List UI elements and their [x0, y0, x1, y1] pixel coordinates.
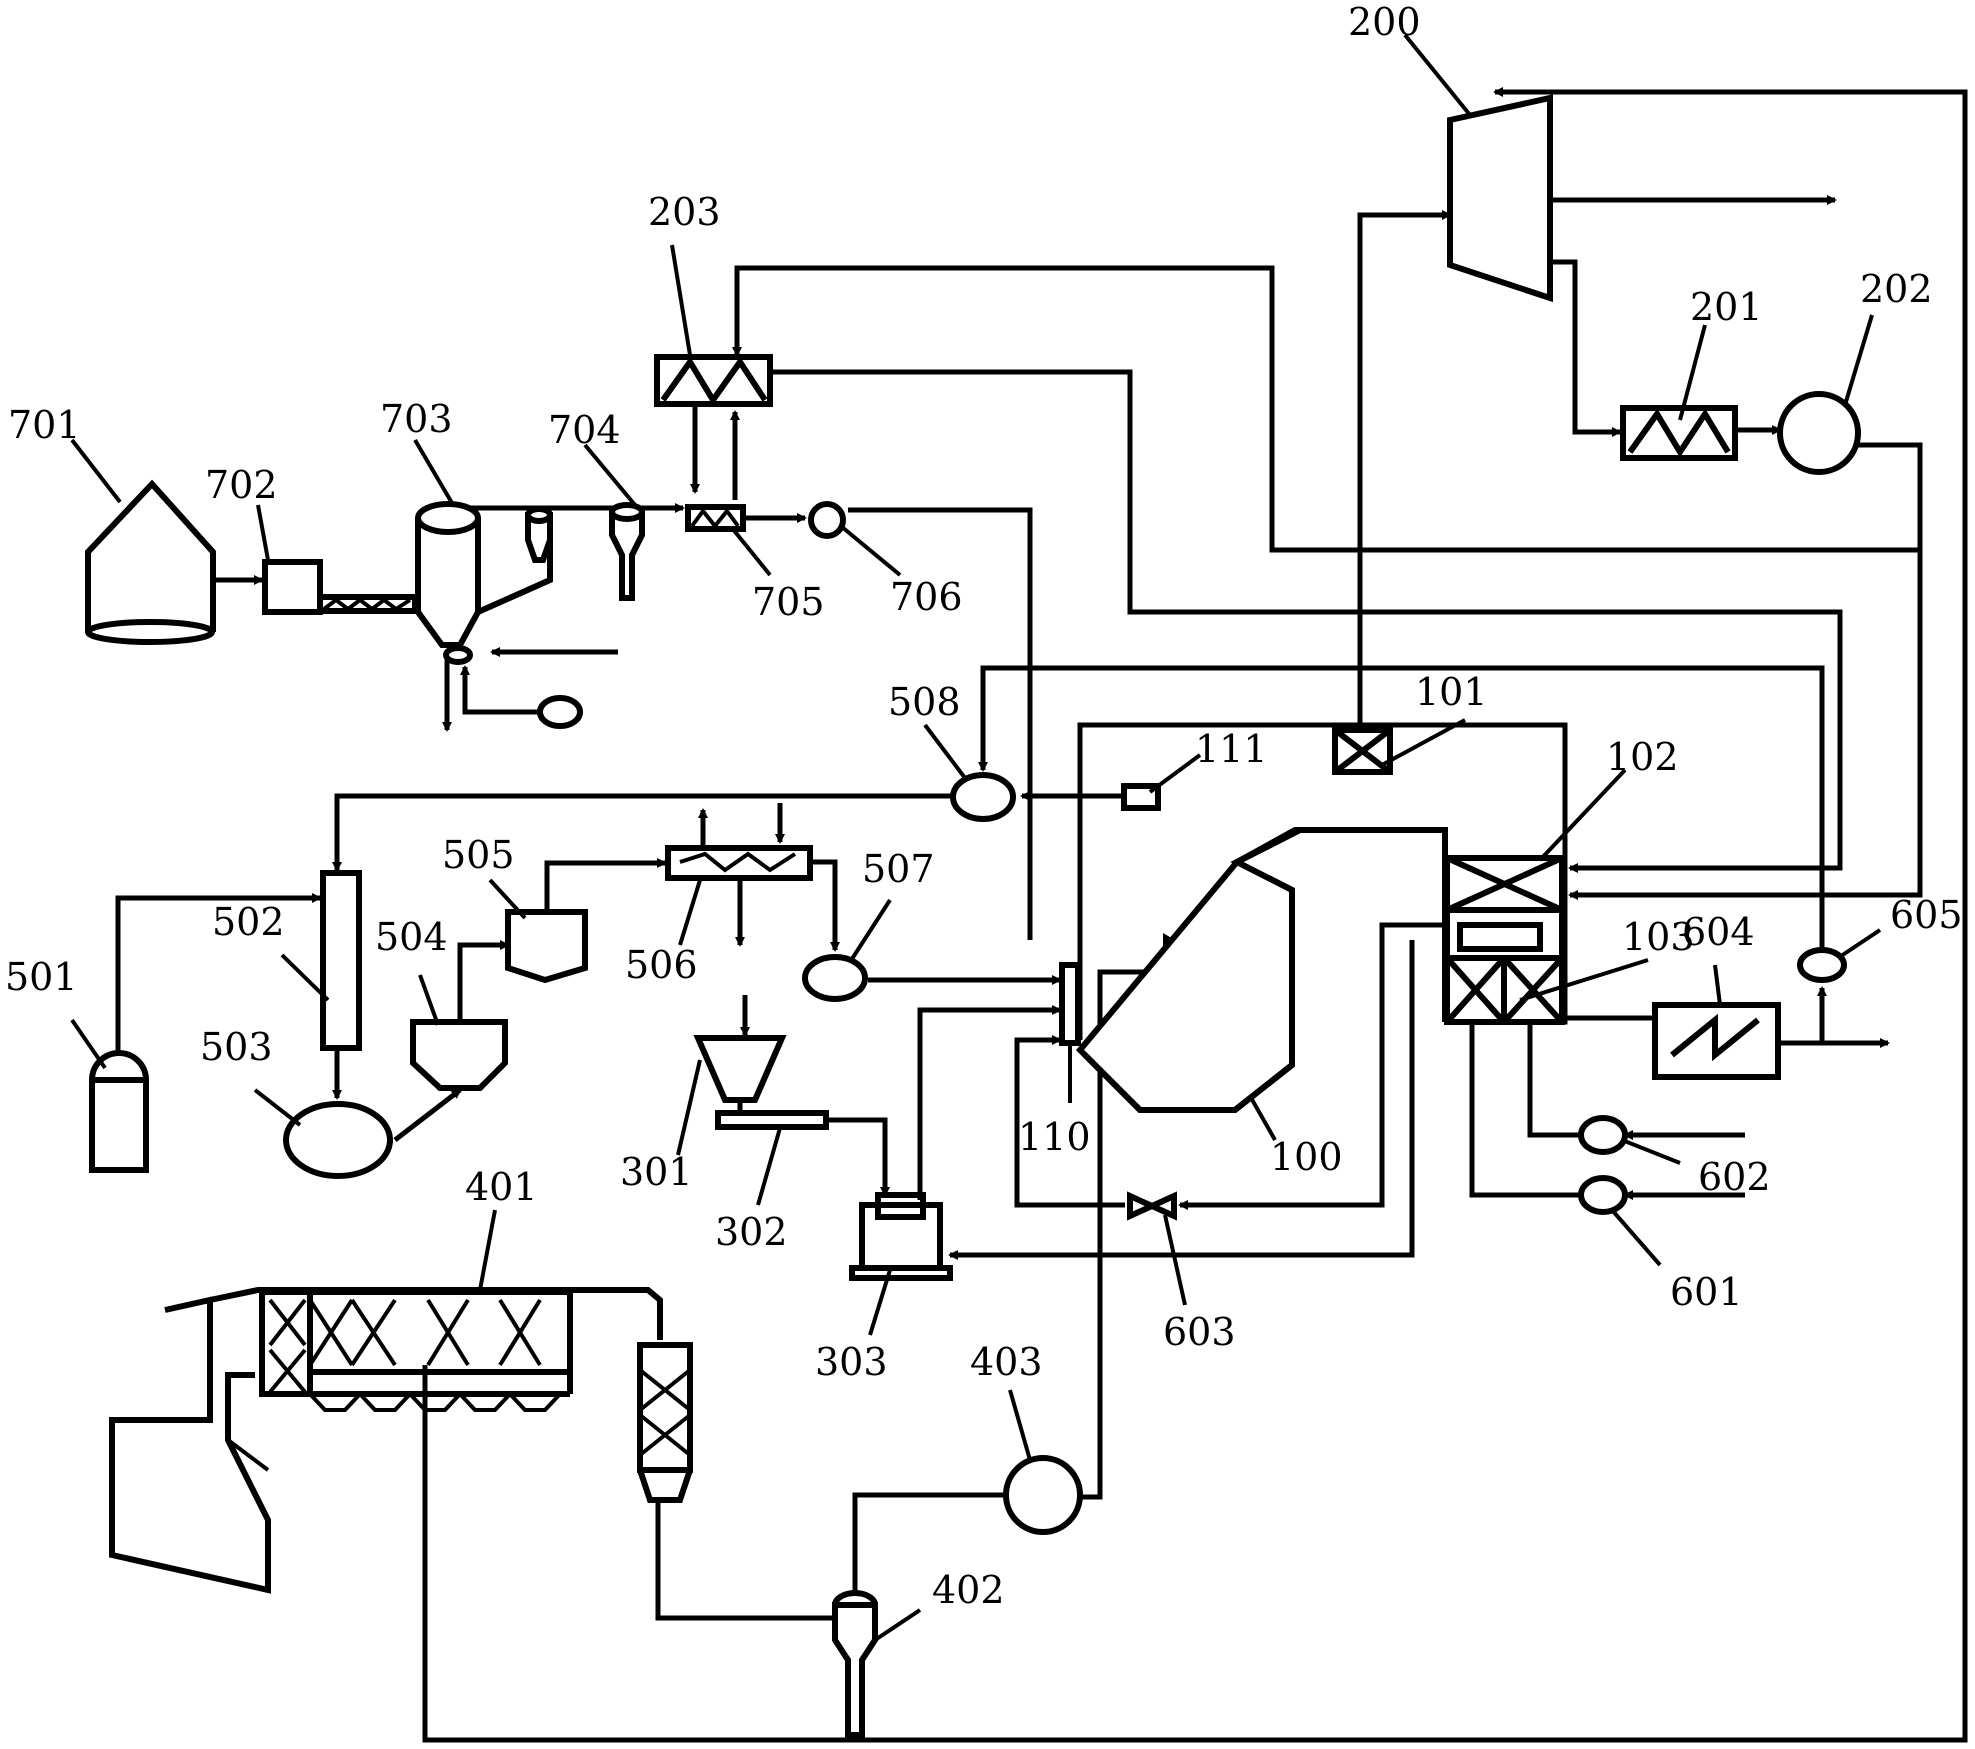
label-604: 604 — [1682, 910, 1755, 954]
label-303: 303 — [815, 1340, 888, 1384]
label-504: 504 — [375, 915, 448, 959]
label-505: 505 — [442, 833, 515, 877]
pipe-403-to-furnace — [1082, 967, 1182, 1500]
hopper-504 — [410, 1019, 508, 1091]
label-603: 603 — [1163, 1310, 1236, 1354]
fan-602 — [1578, 1115, 1628, 1155]
pipe-303-to-110 — [917, 1005, 1062, 1200]
label-602: 602 — [1698, 1155, 1771, 1199]
pipe-202-to-102 — [1568, 442, 1923, 900]
label-508: 508 — [888, 680, 961, 724]
leader-lines — [70, 33, 1882, 1642]
pump-508 — [950, 772, 1016, 822]
pipe-101-to-turbine — [1357, 210, 1452, 728]
column-502 — [320, 870, 362, 1051]
label-706: 706 — [890, 575, 963, 619]
valve-603 — [1127, 1191, 1177, 1221]
label-301: 301 — [620, 1150, 693, 1194]
label-503: 503 — [200, 1025, 273, 1069]
plant-401 — [109, 1287, 693, 1594]
vessel-505 — [505, 909, 588, 984]
furnace-marker — [1163, 933, 1175, 947]
heat-exchanger-103 — [1444, 907, 1565, 1025]
heat-exchanger-203 — [654, 354, 773, 407]
pump-706 — [808, 501, 846, 539]
pipe-602-to-103 — [1525, 988, 1583, 1138]
label-200: 200 — [1348, 0, 1421, 44]
pipe-401-to-402 — [655, 1500, 835, 1621]
pipe-outer-loop — [422, 87, 1968, 1743]
label-201: 201 — [1690, 285, 1763, 329]
pipe-lines — [115, 87, 1968, 1743]
pump-605 — [1797, 947, 1847, 983]
label-703: 703 — [380, 397, 453, 441]
label-506: 506 — [625, 943, 698, 987]
heat-exchanger-506 — [665, 845, 813, 881]
pipe-turbine-to-201 — [1550, 259, 1622, 437]
pipe-603-to-110 — [1014, 1035, 1125, 1208]
hopper-301 — [693, 1035, 787, 1103]
label-704: 704 — [548, 408, 621, 452]
pipe-103-to-303 — [948, 940, 1415, 1260]
pipe-402-to-403 — [852, 1492, 1005, 1598]
label-103: 103 — [1622, 915, 1695, 959]
label-701: 701 — [8, 403, 81, 447]
conveyor-702 — [262, 559, 418, 615]
burner-110 — [1059, 962, 1081, 1046]
label-102: 102 — [1606, 735, 1679, 779]
pump-403 — [1003, 1455, 1083, 1535]
label-605: 605 — [1890, 893, 1963, 937]
pipe-504-to-505 — [457, 940, 510, 1020]
tank-501 — [89, 1050, 149, 1173]
label-705: 705 — [752, 580, 825, 624]
label-702: 702 — [205, 463, 278, 507]
label-402: 402 — [932, 1568, 1005, 1612]
feeder-302 — [715, 1110, 829, 1130]
heat-exchanger-705 — [685, 504, 746, 532]
label-110: 110 — [1018, 1115, 1091, 1159]
pipe-501-to-502 — [115, 893, 322, 1050]
heat-exchanger-102 — [1444, 855, 1565, 913]
pipe-203-return — [732, 265, 1920, 553]
pipe-601-to-103 — [1467, 988, 1583, 1198]
pipe-605-to-508 — [978, 665, 1825, 950]
cyclone-704a — [525, 506, 553, 563]
pipe-505-to-506 — [544, 858, 667, 910]
fan-601 — [1578, 1175, 1628, 1215]
pipe-302-to-303 — [820, 1117, 890, 1197]
pump-507 — [802, 954, 868, 1002]
label-502: 502 — [212, 900, 285, 944]
pipe-506-to-507 — [812, 859, 840, 952]
label-507: 507 — [862, 847, 935, 891]
pipe-703-blower — [460, 665, 540, 715]
heater-604 — [1652, 1002, 1781, 1080]
label-601: 601 — [1670, 1270, 1743, 1314]
label-100: 100 — [1270, 1135, 1343, 1179]
label-501: 501 — [5, 955, 78, 999]
labels: 200 201 202 203 701 702 703 704 705 706 … — [5, 0, 1963, 1612]
pipe-203-to-102 — [770, 369, 1843, 873]
cyclone-402 — [832, 1590, 878, 1738]
cyclone-704 — [609, 502, 645, 601]
label-111: 111 — [1195, 727, 1268, 771]
pump-202 — [1777, 391, 1861, 475]
label-203: 203 — [648, 190, 721, 234]
label-403: 403 — [970, 1340, 1043, 1384]
silo-701 — [85, 479, 216, 645]
blower-703 — [537, 695, 583, 729]
label-401: 401 — [465, 1165, 538, 1209]
boiler-100-outline — [1082, 827, 1445, 1113]
label-101: 101 — [1415, 670, 1488, 714]
heat-exchanger-101 — [1332, 727, 1393, 775]
label-202: 202 — [1860, 267, 1933, 311]
turbine-200 — [1447, 94, 1553, 303]
label-302: 302 — [715, 1210, 788, 1254]
tank-503 — [283, 1101, 393, 1179]
heat-exchanger-201 — [1620, 405, 1738, 461]
mill-303 — [849, 1192, 953, 1281]
pipe-508-to-502 — [332, 793, 955, 872]
pipe-503-to-504 — [393, 1088, 462, 1142]
unit-111 — [1121, 783, 1161, 811]
